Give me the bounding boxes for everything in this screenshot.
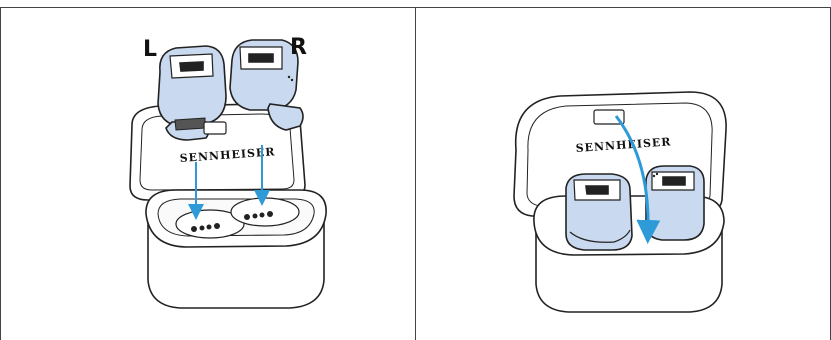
case-body: [146, 190, 326, 308]
lid-hinge-slot: [204, 122, 226, 134]
panel-close-lid: SENNHEISER: [514, 92, 726, 312]
earbud-right: [646, 166, 704, 240]
label-left: L: [143, 37, 157, 62]
label-right: R: [290, 35, 307, 60]
panel-insert-earbuds: SENNHEISER: [130, 35, 326, 308]
earbud-left: [566, 174, 632, 250]
